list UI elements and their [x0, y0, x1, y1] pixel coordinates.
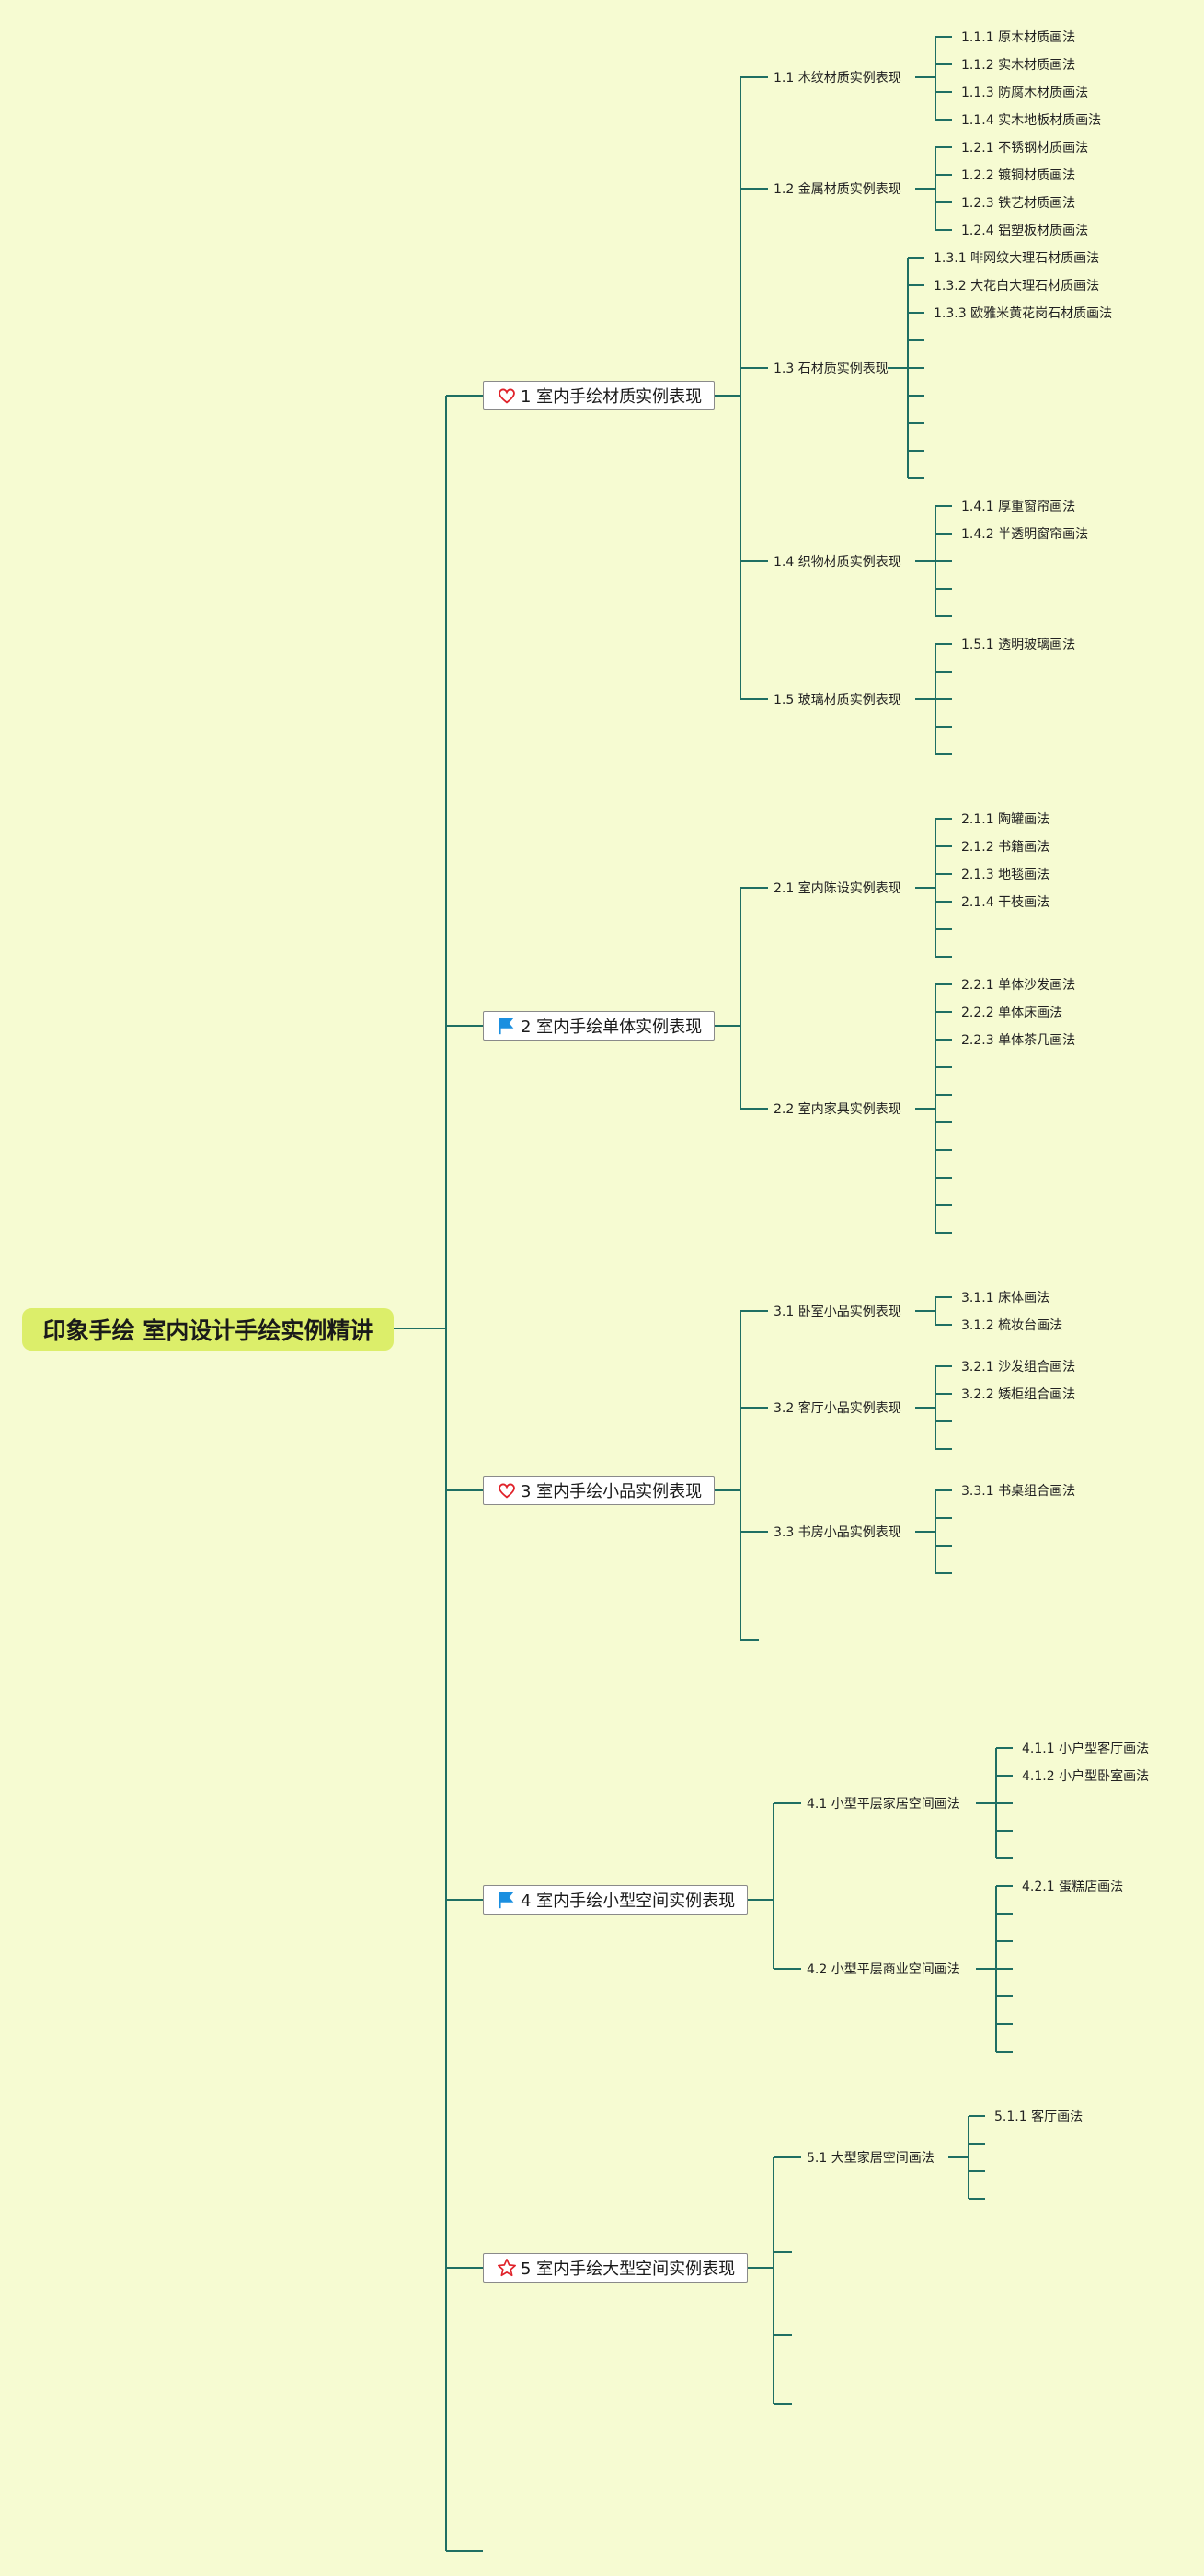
- branch-label: 4 室内手绘小型空间实例表现: [521, 1892, 736, 1911]
- branch-label: 3 室内手绘小品实例表现: [521, 1482, 703, 1501]
- branch-topic[interactable]: 2 室内手绘单体实例表现: [483, 1011, 715, 1041]
- leaf-topic[interactable]: 2.2.3 单体茶几画法: [961, 1033, 1076, 1048]
- branch-label: 2 室内手绘单体实例表现: [521, 1018, 703, 1037]
- leaf-topic[interactable]: 1.4.2 半透明窗帘画法: [961, 527, 1089, 542]
- leaf-topic[interactable]: 2.2.1 单体沙发画法: [961, 978, 1076, 993]
- subtopic-label[interactable]: 5.1 大型家居空间画法: [807, 2151, 935, 2166]
- flag-icon: [497, 1890, 517, 1910]
- leaf-topic[interactable]: 3.2.2 矮柜组合画法: [961, 1387, 1076, 1402]
- subtopic-label[interactable]: 1.3 石材质实例表现: [774, 362, 889, 376]
- leaf-topic[interactable]: 1.1.2 实木材质画法: [961, 58, 1076, 73]
- leaf-topic[interactable]: 1.3.2 大花白大理石材质画法: [934, 279, 1100, 293]
- subtopic-label[interactable]: 1.4 织物材质实例表现: [774, 555, 901, 569]
- branch-topic[interactable]: 3 室内手绘小品实例表现: [483, 1476, 715, 1505]
- leaf-topic[interactable]: 1.2.1 不锈钢材质画法: [961, 141, 1089, 155]
- leaf-topic[interactable]: 1.2.3 铁艺材质画法: [961, 196, 1076, 211]
- subtopic-label[interactable]: 3.1 卧室小品实例表现: [774, 1305, 901, 1319]
- leaf-topic[interactable]: 1.5.1 透明玻璃画法: [961, 638, 1076, 652]
- subtopic-label[interactable]: 1.5 玻璃材质实例表现: [774, 693, 901, 707]
- branch-label: 1 室内手绘材质实例表现: [521, 387, 703, 407]
- leaf-topic[interactable]: 2.1.1 陶罐画法: [961, 812, 1050, 827]
- star-icon: [497, 2258, 517, 2278]
- subtopic-label[interactable]: 3.3 书房小品实例表现: [774, 1525, 901, 1540]
- subtopic-label[interactable]: 3.2 客厅小品实例表现: [774, 1401, 901, 1416]
- flag-icon: [497, 1016, 517, 1036]
- leaf-topic[interactable]: 1.2.2 镀铜材质画法: [961, 168, 1076, 183]
- root-topic[interactable]: 印象手绘 室内设计手绘实例精讲: [22, 1308, 394, 1351]
- leaf-topic[interactable]: 1.1.3 防腐木材质画法: [961, 86, 1089, 100]
- leaf-topic[interactable]: 2.1.3 地毯画法: [961, 868, 1050, 882]
- heart-icon: [497, 385, 517, 406]
- leaf-topic[interactable]: 3.2.1 沙发组合画法: [961, 1360, 1076, 1374]
- subtopic-label[interactable]: 4.2 小型平层商业空间画法: [807, 1962, 960, 1977]
- subtopic-label[interactable]: 1.2 金属材质实例表现: [774, 182, 901, 197]
- leaf-topic[interactable]: 1.3.1 啡网纹大理石材质画法: [934, 251, 1100, 266]
- leaf-topic[interactable]: 1.1.1 原木材质画法: [961, 30, 1076, 45]
- leaf-topic[interactable]: 2.1.2 书籍画法: [961, 840, 1050, 855]
- leaf-topic[interactable]: 5.1.1 客厅画法: [994, 2110, 1084, 2124]
- branch-topic[interactable]: 1 室内手绘材质实例表现: [483, 381, 715, 410]
- subtopic-label[interactable]: 2.2 室内家具实例表现: [774, 1102, 901, 1117]
- branch-label: 5 室内手绘大型空间实例表现: [521, 2260, 736, 2279]
- leaf-topic[interactable]: 3.1.2 梳妆台画法: [961, 1318, 1063, 1333]
- leaf-topic[interactable]: 1.1.4 实木地板材质画法: [961, 113, 1102, 128]
- leaf-topic[interactable]: 1.4.1 厚重窗帘画法: [961, 500, 1076, 514]
- branch-topic[interactable]: 4 室内手绘小型空间实例表现: [483, 1885, 748, 1915]
- subtopic-label[interactable]: 2.1 室内陈设实例表现: [774, 881, 901, 896]
- leaf-topic[interactable]: 1.2.4 铝塑板材质画法: [961, 224, 1089, 238]
- leaf-topic[interactable]: 4.2.1 蛋糕店画法: [1022, 1880, 1124, 1894]
- heart-icon: [497, 1480, 517, 1501]
- leaf-topic[interactable]: 4.1.2 小户型卧室画法: [1022, 1769, 1150, 1784]
- leaf-topic[interactable]: 2.1.4 干枝画法: [961, 895, 1050, 910]
- branch-topic[interactable]: 5 室内手绘大型空间实例表现: [483, 2253, 748, 2283]
- leaf-topic[interactable]: 4.1.1 小户型客厅画法: [1022, 1742, 1150, 1756]
- leaf-topic[interactable]: 2.2.2 单体床画法: [961, 1006, 1063, 1020]
- leaf-topic[interactable]: 1.3.3 欧雅米黄花岗石材质画法: [934, 306, 1113, 321]
- leaf-topic[interactable]: 3.3.1 书桌组合画法: [961, 1484, 1076, 1499]
- subtopic-label[interactable]: 1.1 木纹材质实例表现: [774, 71, 901, 86]
- subtopic-label[interactable]: 4.1 小型平层家居空间画法: [807, 1797, 960, 1811]
- leaf-topic[interactable]: 3.1.1 床体画法: [961, 1291, 1050, 1305]
